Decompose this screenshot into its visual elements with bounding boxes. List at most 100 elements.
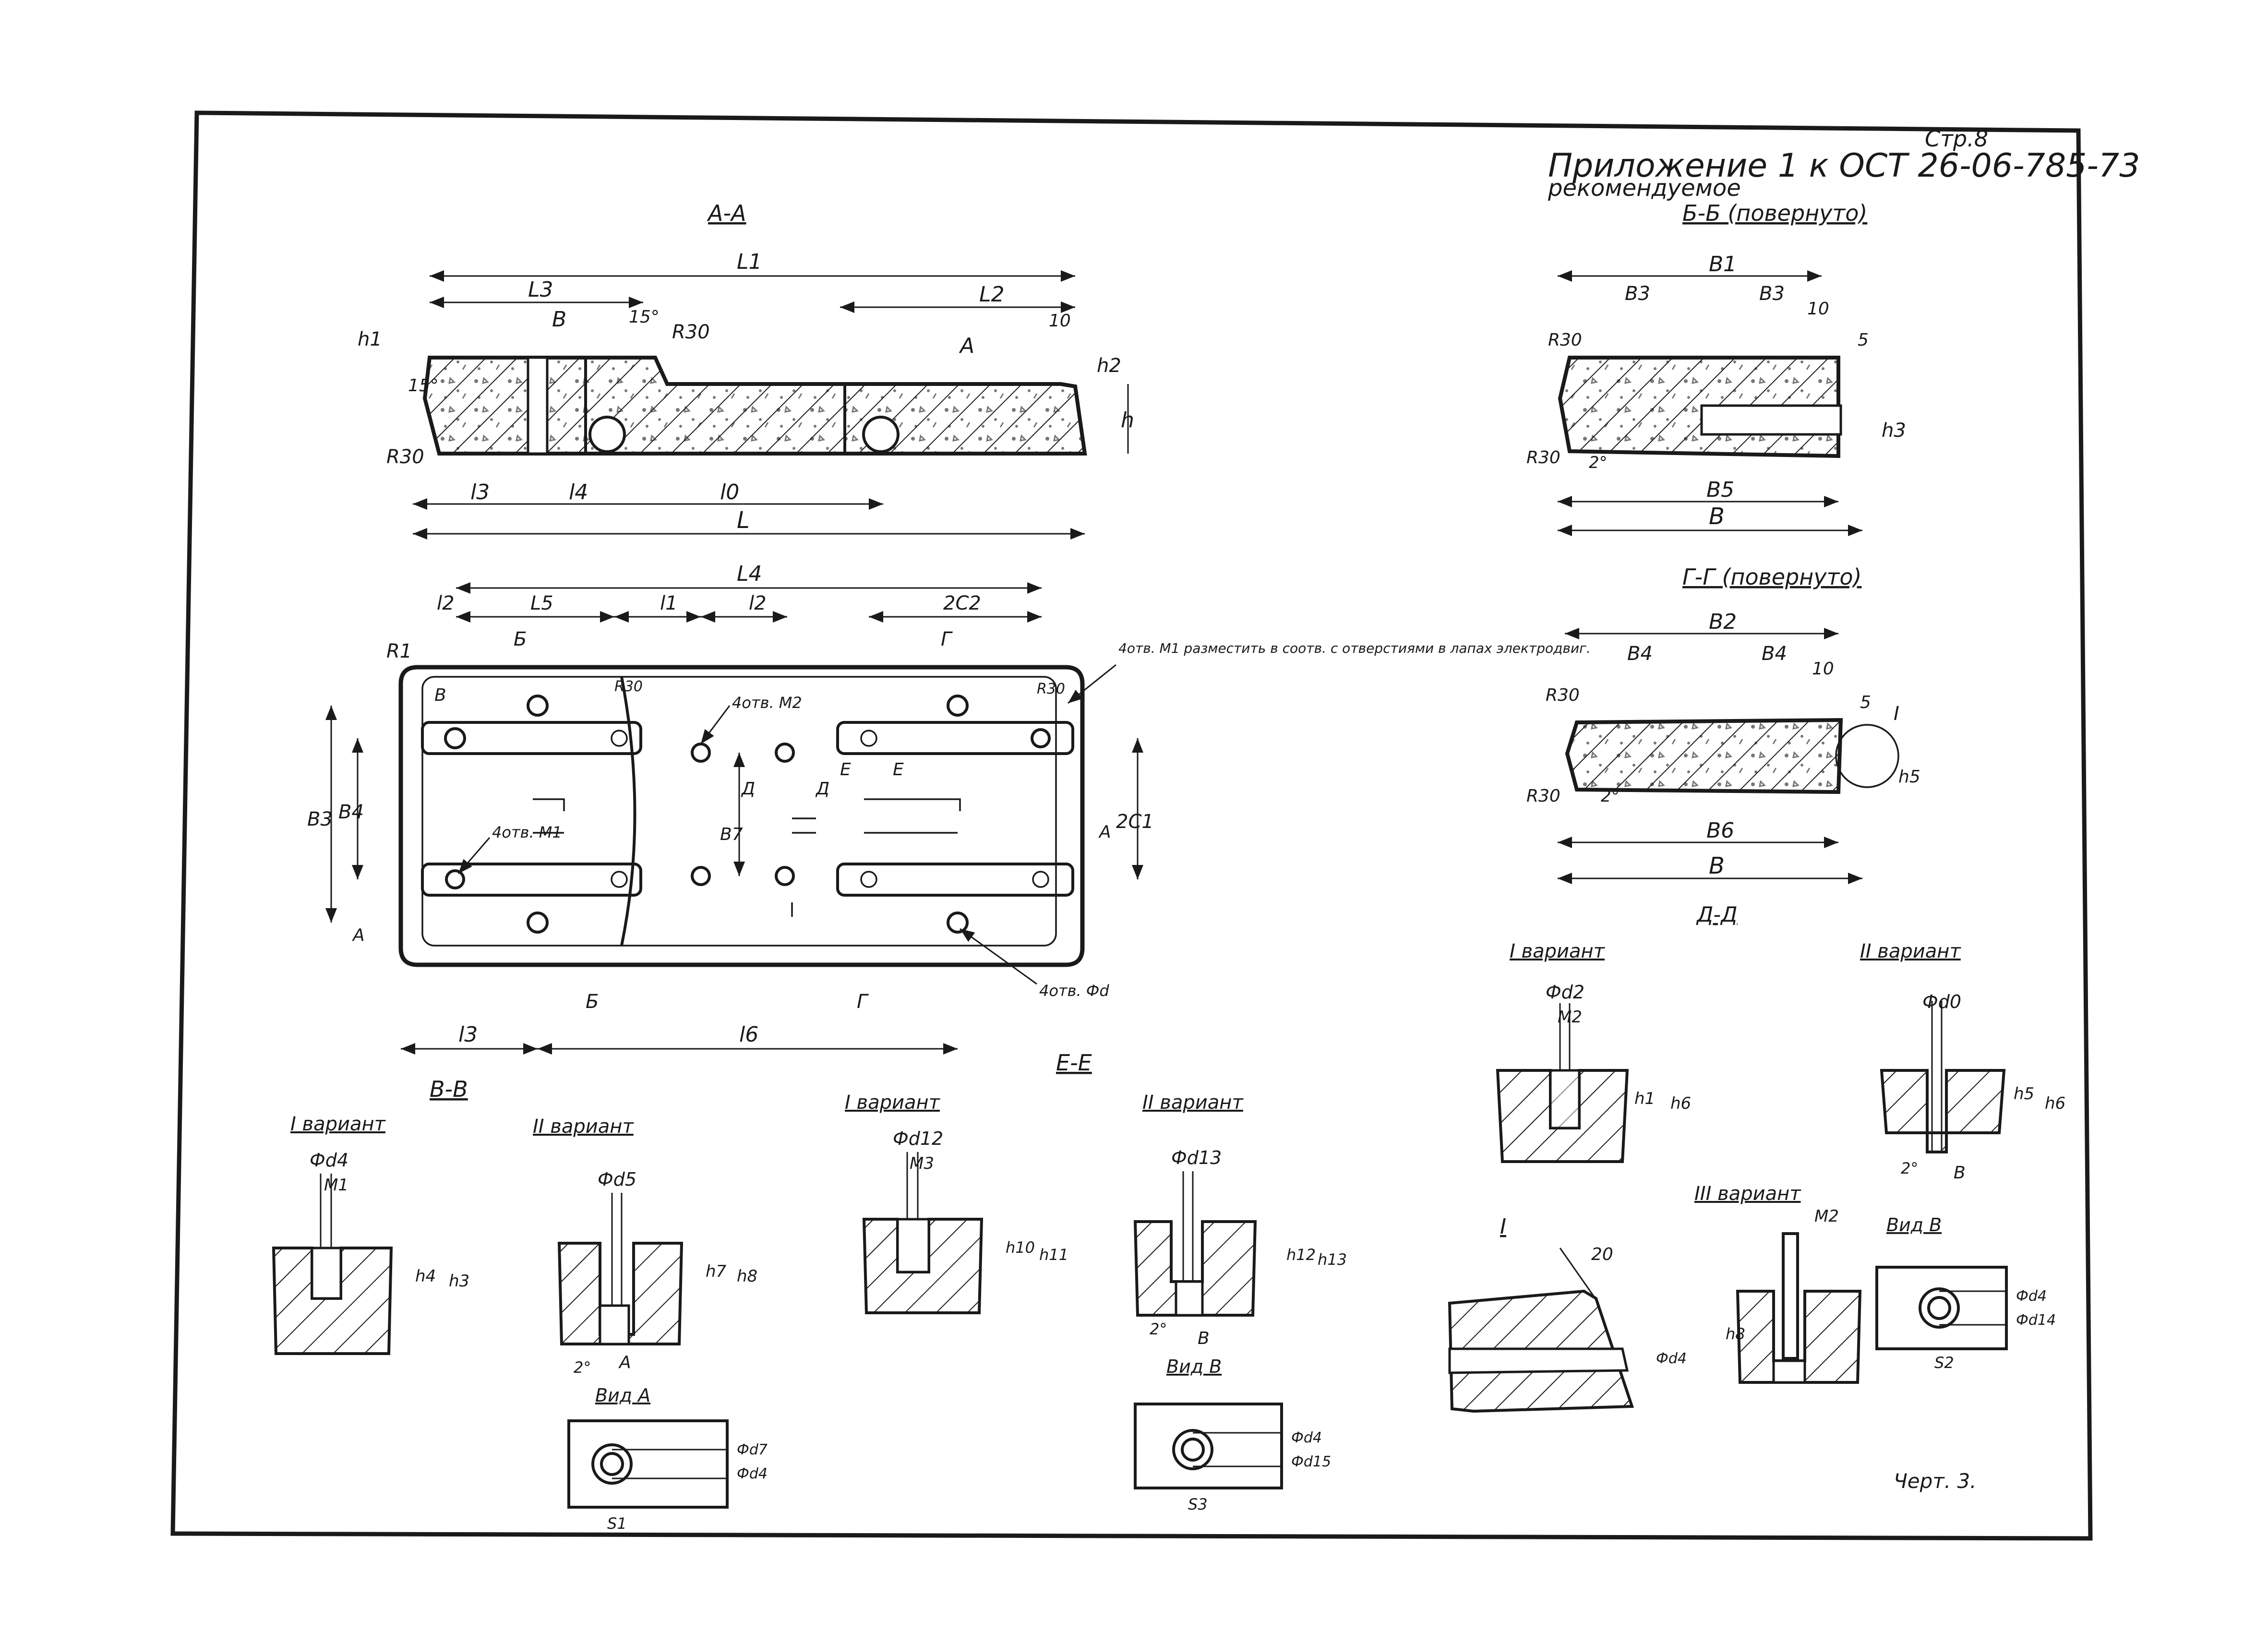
dd-v2-dim-h6: h6: [2045, 1094, 2065, 1113]
view-b-right-dim-d4: Фd4: [2016, 1288, 2047, 1305]
vv-v1-dim-m1: M1: [324, 1176, 348, 1195]
plan-cut-b-bottom: Б: [586, 991, 599, 1013]
aa-label-a: A: [959, 334, 974, 358]
aa-dim-h1: h1: [358, 328, 382, 350]
ee-variant-1: I вариант: [845, 1092, 941, 1114]
plan-cut-a-left: A: [352, 925, 365, 945]
variant-3-dim-m2: M2: [1814, 1207, 1839, 1226]
plan-outline: [398, 665, 1085, 967]
plan-radius-right: R30: [1037, 681, 1065, 697]
detail-i-dim-d4: Фd4: [1656, 1350, 1687, 1367]
bb-dim-h3: h3: [1882, 420, 1906, 442]
dd-v1-dim-m2: M2: [1558, 1008, 1582, 1027]
rail-top-left: [421, 721, 642, 755]
view-b-right-dim-d14: Фd14: [2016, 1312, 2056, 1329]
view-b-left-dim-d15: Фd15: [1291, 1453, 1331, 1470]
aa-dim-10: 10: [1049, 311, 1071, 331]
plan-dim-l2-left: l2: [437, 592, 455, 614]
gg-dim-5: 5: [1860, 693, 1871, 712]
aa-dim-L3: L3: [528, 277, 553, 302]
sheet-frame: [170, 110, 2093, 1541]
bb-radius-bottom: R30: [1526, 448, 1560, 468]
section-bb: Б-Б (повернуто) B1 B3 B3 10 5 R30 h3 R30…: [1526, 200, 1906, 536]
gg-dim-B: B: [1709, 852, 1725, 879]
plan-dim-l3: l3: [458, 1022, 478, 1047]
rail-top-right: [836, 721, 1074, 755]
ee-v2-dim-d13: Фd13: [1171, 1147, 1222, 1168]
rail-bottom-right: [836, 863, 1074, 897]
dd-v1-dim-h1: h1: [1634, 1089, 1655, 1108]
gg-radius-bottom: R30: [1526, 786, 1560, 806]
vv-v1-dim-d4: Фd4: [310, 1150, 348, 1171]
gg-dim-10: 10: [1812, 659, 1834, 679]
gg-radius-top: R30: [1546, 685, 1580, 705]
ee-v1-dim-m3: M3: [910, 1154, 934, 1173]
vv-v2-angle: 2°: [574, 1358, 591, 1377]
ee-v2-angle: 2°: [1150, 1320, 1167, 1338]
aa-dim-h2: h2: [1097, 355, 1121, 377]
vv-v2-dim-d5: Фd5: [598, 1169, 636, 1190]
vv-variant-2: II вариант: [533, 1116, 634, 1138]
plan-label-b: B: [434, 685, 446, 705]
ee-v1-dim-d12: Фd12: [893, 1128, 943, 1149]
plan-dim-L4: L4: [737, 562, 762, 586]
ee-v2-dim-h12: h12: [1286, 1246, 1316, 1264]
dd-variant-1: I вариант: [1510, 940, 1606, 962]
plan-dim-B4: B4: [338, 801, 364, 823]
ee-v1-dim-h11: h11: [1039, 1246, 1068, 1264]
aa-dim-h: h: [1121, 408, 1134, 432]
section-vv-title: В-В: [430, 1076, 468, 1102]
bb-angle: 2°: [1589, 453, 1608, 472]
plan-cut-g-bottom: Г: [857, 991, 869, 1013]
dd-v2-dim-h5: h5: [2014, 1084, 2034, 1104]
aa-angle-left: 15°: [408, 376, 439, 396]
note-holes-m2: 4отв. М2: [732, 694, 802, 712]
plan-dim-B3: B3: [307, 808, 333, 830]
gg-angle: 2°: [1601, 787, 1620, 806]
plan-dim-l2-right: l2: [749, 592, 767, 614]
dd-v1-dim-d2: Фd2: [1546, 982, 1584, 1003]
bb-radius-top: R30: [1548, 330, 1582, 350]
gg-dim-B2: B2: [1709, 610, 1737, 634]
gg-dim-B4-left: B4: [1627, 643, 1653, 665]
ee-v2-dim-h13: h13: [1318, 1250, 1347, 1269]
aa-radius-top: R30: [672, 321, 710, 343]
aa-dim-L2: L2: [979, 282, 1005, 307]
bb-dim-10: 10: [1807, 299, 1829, 319]
ee-v1-dim-h10: h10: [1006, 1238, 1035, 1257]
aa-dim-L1: L1: [737, 250, 762, 274]
view-b-right-title: Вид В: [1886, 1214, 1942, 1236]
plan-dim-l6: l6: [739, 1022, 758, 1047]
section-vv: В-В I вариант Фd4 M1 h4 h3 II вариант Фd…: [272, 1076, 768, 1533]
detail-i-title: I: [1500, 1214, 1506, 1239]
vv-v1-dim-h3: h3: [449, 1272, 469, 1291]
section-aa: А-А L1 L3 L2 B 15° R30 h1 10 A h2 h 15° …: [358, 200, 1134, 540]
bb-dim-B3-left: B3: [1625, 283, 1650, 305]
aa-dim-l4: l4: [569, 480, 588, 504]
vv-v2-dim-h8: h8: [737, 1267, 757, 1286]
aa-dim-l3: l3: [470, 480, 490, 504]
note-holes-d: 4отв. Фd: [1039, 982, 1109, 1000]
section-dd: Д-Д I вариант Фd2 M2 h1 h6 II вариант Фd…: [1496, 902, 2065, 1183]
variant-3-title: III вариант: [1694, 1183, 1801, 1205]
gg-dim-B4-right: B4: [1762, 643, 1787, 665]
section-gg: Г-Г (повернуто) B2 B4 B4 10 5 I R30 h5 R…: [1526, 564, 1920, 884]
section-aa-title: А-А: [707, 200, 746, 226]
view-b-right-dim-s2: S2: [1934, 1354, 1954, 1372]
ee-variant-2: II вариант: [1142, 1092, 1244, 1114]
rail-bottom-left: [421, 863, 642, 897]
plan-cut-a-right: A: [1098, 822, 1111, 842]
view-a-dim-d7: Фd7: [737, 1441, 768, 1458]
plan-view: L4 l2 L5 l1 l2 2C2 Б Г R1 B B3 B4 B7 2C1…: [307, 562, 1591, 1055]
bb-dim-B3-right: B3: [1759, 283, 1785, 305]
plan-radius-R1: R1: [386, 640, 412, 662]
plan-cut-g-top: Г: [941, 628, 953, 650]
section-ee-title: Е-Е: [1056, 1050, 1092, 1076]
bb-dim-B5: B5: [1706, 478, 1734, 502]
plan-cut-e-left: Е: [840, 760, 851, 780]
aa-radius-left: R30: [386, 446, 424, 468]
vv-v2-dim-h7: h7: [706, 1262, 727, 1281]
view-a-dim-s1: S1: [607, 1514, 627, 1533]
gg-detail-i: I: [1894, 703, 1899, 725]
view-b-left-dim-d4: Фd4: [1291, 1429, 1322, 1446]
